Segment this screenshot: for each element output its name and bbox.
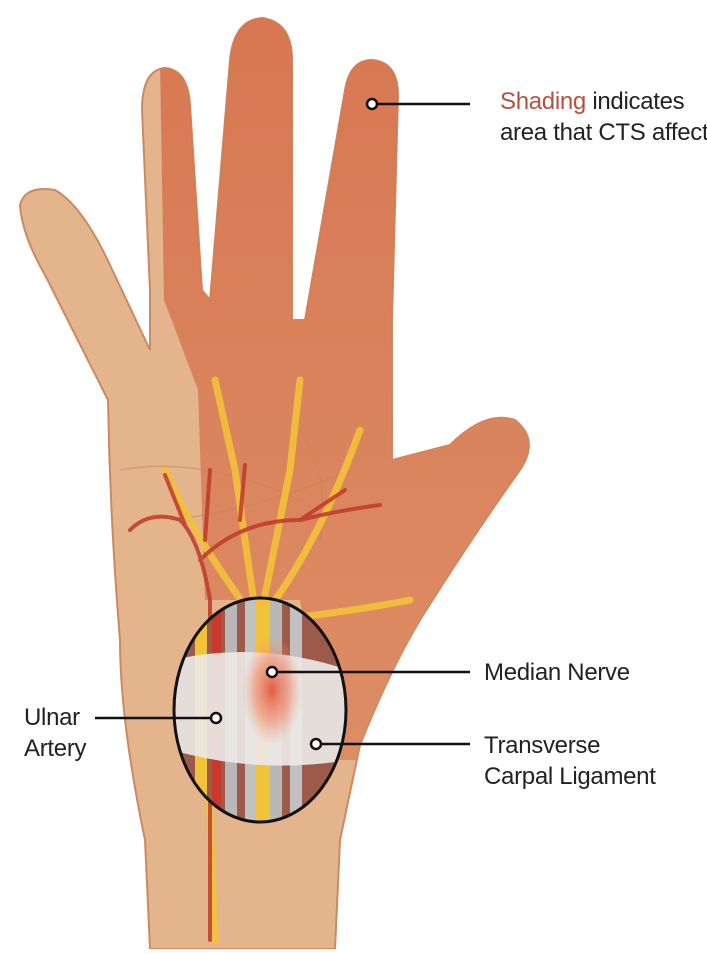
- shading-word: Shading: [500, 88, 586, 115]
- ligament-line2: Carpal Ligament: [484, 761, 656, 792]
- ulnar-artery-line1: Ulnar: [24, 702, 86, 733]
- shading-legend: Shading indicates area that CTS affects: [500, 86, 707, 148]
- legend-line1-rest: indicates: [586, 88, 684, 115]
- ulnar-artery-label: Ulnar Artery: [24, 702, 86, 764]
- ligament-label: Transverse Carpal Ligament: [484, 730, 656, 792]
- legend-line2: area that CTS affects: [500, 117, 707, 148]
- ulnar-artery-line2: Artery: [24, 733, 86, 764]
- ligament-line1: Transverse: [484, 730, 656, 761]
- median-nerve-label: Median Nerve: [484, 657, 630, 688]
